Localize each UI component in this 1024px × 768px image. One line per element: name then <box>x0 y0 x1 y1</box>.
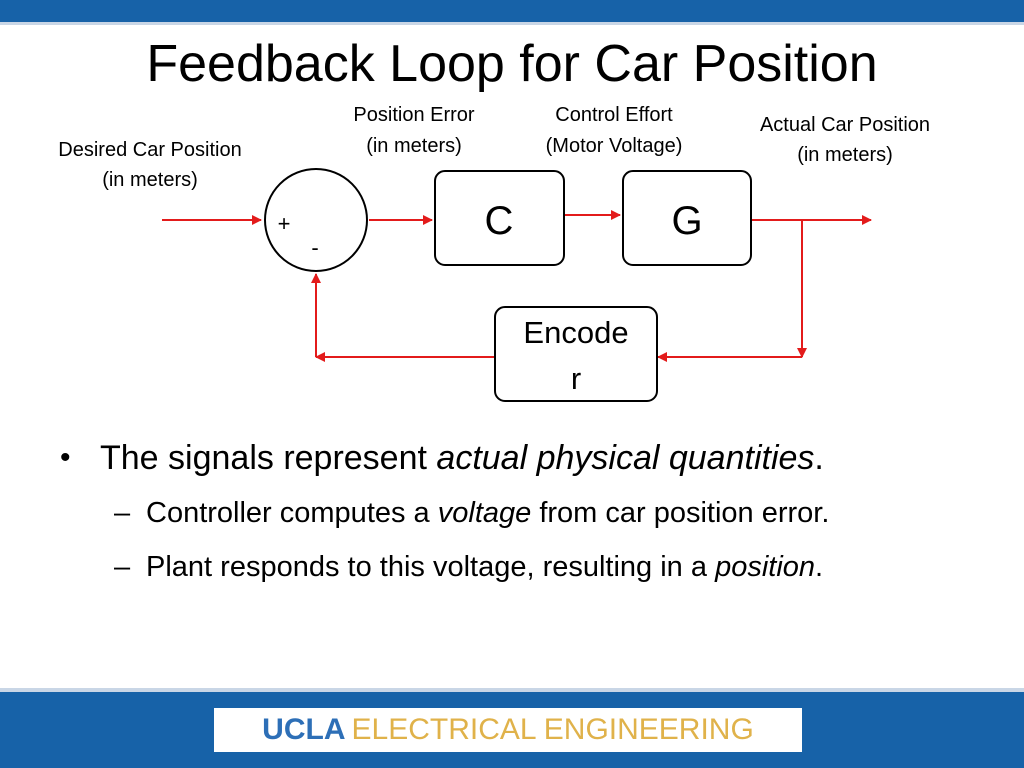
desired-position-unit: (in meters) <box>102 169 198 191</box>
sub-bullet-emphasis: position <box>715 551 816 583</box>
slide-title: Feedback Loop for Car Position <box>146 35 878 93</box>
bottom-accent-line <box>0 688 1024 692</box>
top-accent-line <box>0 22 1024 25</box>
summing-junction <box>264 168 368 272</box>
actual-position-label: Actual Car Position <box>760 114 930 136</box>
sub-bullet-item: –Controller computes a voltage from car … <box>56 492 906 534</box>
encoder-label-line1: Encode <box>523 315 628 350</box>
sub-bullet-item: –Plant responds to this voltage, resulti… <box>56 546 906 588</box>
controller-label: C <box>485 199 514 243</box>
bullet-text-end: . <box>814 439 824 477</box>
top-accent-bar <box>0 0 1024 22</box>
bullet-item: • The signals represent actual physical q… <box>56 436 956 480</box>
plant-block <box>622 170 752 266</box>
sub-bullet-dash: – <box>114 497 131 529</box>
bullet-emphasis: actual physical quantities <box>436 439 815 477</box>
sub-bullet-text-end: . <box>815 551 824 583</box>
controller-block <box>434 170 565 266</box>
control-effort-label: Control Effort <box>555 104 673 126</box>
plus-sign: + <box>278 211 291 236</box>
sub-bullet-text: Controller computes a <box>146 497 438 529</box>
sub-bullet-emphasis: voltage <box>437 497 532 529</box>
plant-label: G <box>671 199 702 243</box>
feedback-loop-diagram: Desired Car Position (in meters) Positio… <box>58 104 930 402</box>
logo-ee-text: ELECTRICAL ENGINEERING <box>351 713 754 746</box>
bullet-list: • The signals represent actual physical q… <box>56 436 956 588</box>
logo-ucla-text: UCLA <box>262 713 346 746</box>
control-effort-unit: (Motor Voltage) <box>546 135 683 157</box>
bullet-text: The signals represent <box>100 439 437 477</box>
position-error-unit: (in meters) <box>366 135 462 157</box>
sub-bullet-text: Plant responds to this voltage, resultin… <box>146 551 716 583</box>
minus-sign: - <box>311 235 318 260</box>
ucla-ee-logo: UCLA ELECTRICAL ENGINEERING <box>214 708 802 752</box>
actual-position-unit: (in meters) <box>797 144 893 166</box>
sub-bullet-text-end: from car position error. <box>531 497 830 529</box>
encoder-block <box>494 306 658 402</box>
desired-position-label: Desired Car Position <box>58 139 241 161</box>
encoder-label-line2: r <box>571 361 581 396</box>
sub-bullet-dash: – <box>114 551 131 583</box>
position-error-label: Position Error <box>353 104 474 126</box>
bullet-dot: • <box>60 441 71 474</box>
